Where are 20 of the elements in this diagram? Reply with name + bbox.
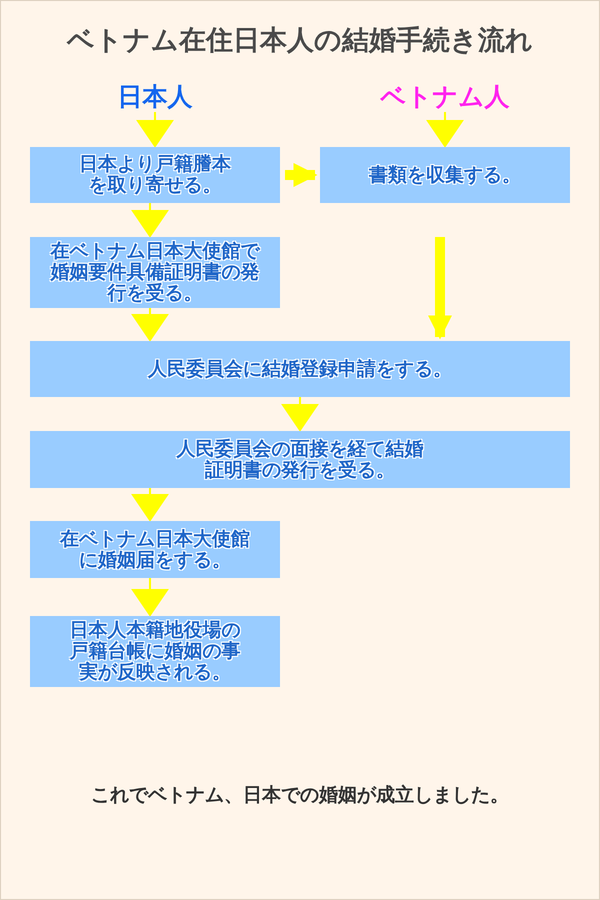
arrow (132, 202, 169, 237)
arrow (132, 577, 169, 616)
title: ベトナム在住日本人の結婚手続き流れ (66, 24, 534, 58)
process-box: 在ベトナム日本大使館に婚姻届をする。 (30, 521, 280, 578)
process-box: 日本より戸籍謄本を取り寄せる。 (30, 147, 280, 203)
arrow (282, 396, 319, 431)
arrow (132, 307, 169, 341)
process-box: 在ベトナム日本大使館で婚姻要件具備証明書の発行を受る。 (30, 237, 280, 308)
column-heading: ベトナム人 (365, 80, 525, 112)
arrow (428, 237, 452, 340)
process-box: 人民委員会の面接を経て結婚証明書の発行を受る。 (30, 431, 570, 488)
arrow (132, 487, 169, 521)
note-text: これでベトナム、日本での婚姻が成立しました。 (90, 783, 510, 808)
arrow (427, 111, 464, 147)
column-heading: 日本人 (95, 80, 215, 112)
arrow (137, 111, 174, 147)
arrow (285, 163, 318, 187)
process-box: 人民委員会に結婚登録申請をする。 (30, 341, 570, 397)
process-box: 日本人本籍地役場の戸籍台帳に婚姻の事実が反映される。 (30, 616, 280, 687)
process-box: 書類を収集する。 (320, 147, 570, 203)
